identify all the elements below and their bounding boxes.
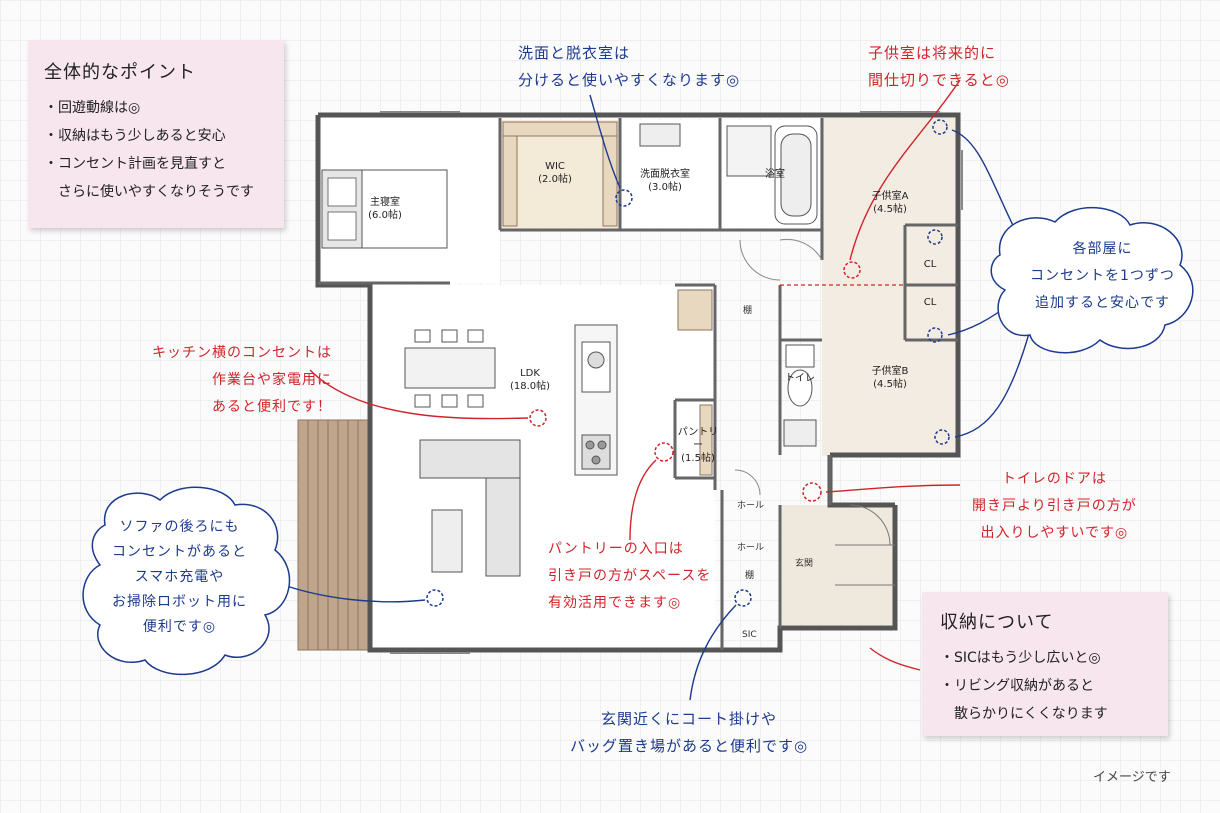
- room-dressing-name: 洗面脱衣室: [640, 169, 690, 180]
- toilet-fixture: [783, 344, 817, 447]
- annotation-outlets: 各部屋に コンセントを1つずつ 追加すると安心です: [1030, 241, 1175, 311]
- summary-item: ・回遊動線は◎: [44, 100, 141, 116]
- room-bath: 浴室: [755, 168, 795, 181]
- summary-list: ・回遊動線は◎ ・収納はもう少しあると安心 ・コンセント計画を見直すと さらに使…: [44, 94, 268, 206]
- room-genkan: 玄関: [795, 559, 814, 569]
- room-toilet: トイレ: [782, 372, 818, 385]
- room-ldk-size: (18.0帖): [509, 381, 551, 392]
- room-shelf2: 棚: [745, 571, 755, 581]
- room-pantry: パントリー (1.5帖): [673, 426, 723, 465]
- room-pantry-name: パントリー: [677, 427, 719, 451]
- room-toilet-label: トイレ: [785, 373, 815, 384]
- annotation-pantry: パントリーの入口は 引き戸の方がスペースを 有効活用できます◎: [548, 541, 712, 611]
- room-shelf1: 棚: [743, 306, 753, 316]
- room-kid-a-name: 子供室A: [871, 191, 909, 202]
- summary-item: ・コンセント計画を見直すと: [44, 156, 226, 172]
- pantry-shelves: [677, 289, 713, 476]
- room-kid-b-size: (4.5帖): [873, 379, 907, 390]
- storage-item: ・SICはもう少し広いと◎: [940, 650, 1101, 666]
- room-master: 主寝室 (6.0帖): [355, 196, 415, 222]
- wic-shelves: [502, 121, 618, 227]
- windows: [380, 111, 963, 654]
- room-wic-name: WIC: [545, 161, 565, 172]
- room-sic: SIC: [742, 630, 757, 640]
- bathtub: [726, 125, 818, 225]
- annotation-entrance: 玄関近くにコート掛けや バッグ置き場があると便利です◎: [570, 710, 809, 755]
- storage-note: 収納について ・SICはもう少し広いと◎ ・リビング収納があると 散らかりにくく…: [922, 592, 1168, 736]
- room-dressing-size: (3.0帖): [648, 182, 682, 193]
- room-ldk-name: LDK: [520, 368, 540, 379]
- room-master-size: (6.0帖): [368, 210, 402, 221]
- annotation-kitchen: キッチン横のコンセントは 作業台や家電用に あると便利です！: [152, 345, 332, 415]
- genkan-steps: [835, 504, 895, 586]
- summary-item: さらに使いやすくなりそうです: [44, 184, 254, 200]
- room-cl1: CL: [915, 258, 945, 271]
- storage-item: ・リビング収納があると: [940, 678, 1094, 694]
- sofa-cloud: [82, 486, 291, 676]
- room-hall2: ホール: [737, 543, 765, 553]
- room-dressing: 洗面脱衣室 (3.0帖): [630, 168, 700, 194]
- room-cl1-label: CL: [923, 259, 937, 270]
- bed: [321, 169, 448, 249]
- outlet-markers: [426, 119, 950, 607]
- wic-floor: [500, 120, 620, 230]
- inner-walls: [318, 118, 958, 650]
- kids-floor: [822, 118, 957, 456]
- room-cl2-label: CL: [923, 297, 937, 308]
- room-kid-b-name: 子供室B: [871, 366, 909, 377]
- room-kid-a: 子供室A (4.5帖): [855, 190, 925, 216]
- room-bath-name: 浴室: [765, 169, 785, 180]
- room-pantry-size: (1.5帖): [681, 453, 715, 464]
- storage-title: 収納について: [940, 612, 1054, 633]
- room-hall1: ホール: [737, 501, 765, 511]
- summary-note: 全体的なポイント ・回遊動線は◎ ・収納はもう少しあると安心 ・コンセント計画を…: [28, 40, 284, 228]
- room-cl2: CL: [915, 296, 945, 309]
- room-wic: WIC (2.0帖): [525, 160, 585, 186]
- genkan-floor: [780, 505, 895, 625]
- room-ldk: LDK (18.0帖): [500, 367, 560, 393]
- summary-title: 全体的なポイント: [44, 62, 196, 83]
- red-markers: [529, 261, 861, 502]
- coffee-table: [431, 509, 463, 573]
- room-kid-a-size: (4.5帖): [873, 204, 907, 215]
- wood-deck: [297, 419, 369, 651]
- annotation-washroom: 洗面と脱衣室は 分けると使いやすくなります◎: [518, 44, 741, 89]
- door-swings: [734, 238, 823, 496]
- washbasin: [639, 123, 681, 147]
- summary-item: ・収納はもう少しあると安心: [44, 128, 226, 144]
- kitchen-counter: [574, 324, 618, 476]
- annotation-toilet: トイレのドアは 開き戸より引き戸の方が 出入りしやすいです◎: [972, 471, 1137, 541]
- storage-item: 散らかりにくくなります: [940, 706, 1108, 722]
- storage-list: ・SICはもう少し広いと◎ ・リビング収納があると 散らかりにくくなります: [940, 644, 1150, 728]
- room-wic-size: (2.0帖): [538, 174, 572, 185]
- annotation-kids-room: 子供室は将来的に 間仕切りできると◎: [868, 44, 1010, 89]
- annotation-sofa: ソファの後ろにも コンセントがあると スマホ充電や お掃除ロボット用に 便利です…: [112, 519, 247, 635]
- footer-caption: イメージです: [1093, 770, 1171, 785]
- room-master-name: 主寝室: [370, 197, 400, 208]
- sofa: [419, 439, 521, 577]
- room-kid-b: 子供室B (4.5帖): [855, 365, 925, 391]
- dining-set: [404, 329, 496, 408]
- outlets-cloud: [990, 207, 1194, 354]
